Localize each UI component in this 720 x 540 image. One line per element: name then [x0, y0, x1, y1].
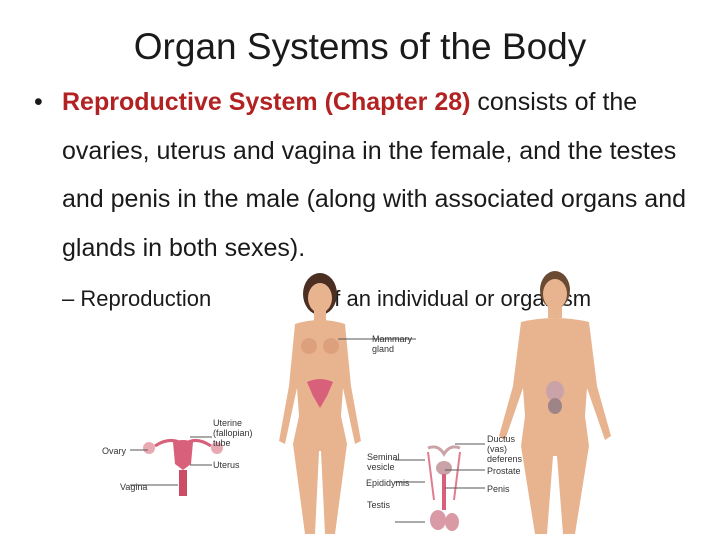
- bullet-text: Reproductive System (Chapter 28) consist…: [62, 78, 704, 272]
- sub-bullet-start: – Reproduction: [62, 286, 212, 311]
- bullet-rest: consists of the ovaries, uterus and vagi…: [62, 88, 687, 262]
- bullet-marker: •: [34, 88, 43, 116]
- female-reproductive-diagram: [143, 439, 223, 496]
- label-seminal-vesicle: Seminal vesicle: [367, 452, 400, 472]
- label-vagina: Vagina: [120, 482, 148, 492]
- label-mammary-gland: Mammary gland: [372, 334, 412, 354]
- male-body-illustration: [499, 271, 611, 534]
- label-ovary: Ovary: [102, 446, 127, 456]
- female-diagram-pointer-lines: [130, 436, 212, 486]
- label-uterus: Uterus: [213, 460, 240, 470]
- slide-title: Organ Systems of the Body: [133, 26, 587, 67]
- main-bullet: • Reproductive System (Chapter 28) consi…: [34, 78, 704, 272]
- female-pointer-lines: [338, 338, 416, 340]
- label-testis: Testis: [367, 500, 391, 510]
- label-penis: Penis: [487, 484, 510, 494]
- label-ductus-deferens: Ductus (vas) deferens: [487, 434, 523, 464]
- female-body-illustration: [279, 273, 361, 534]
- male-diagram-pointer-lines: [395, 443, 485, 523]
- bullet-highlight: Reproductive System (Chapter 28): [62, 88, 471, 116]
- label-epididymis: Epididymis: [366, 478, 410, 488]
- label-prostate: Prostate: [487, 466, 521, 476]
- male-reproductive-diagram: [427, 445, 461, 531]
- label-uterine-tube: Uterine (fallopian) tube: [213, 418, 253, 448]
